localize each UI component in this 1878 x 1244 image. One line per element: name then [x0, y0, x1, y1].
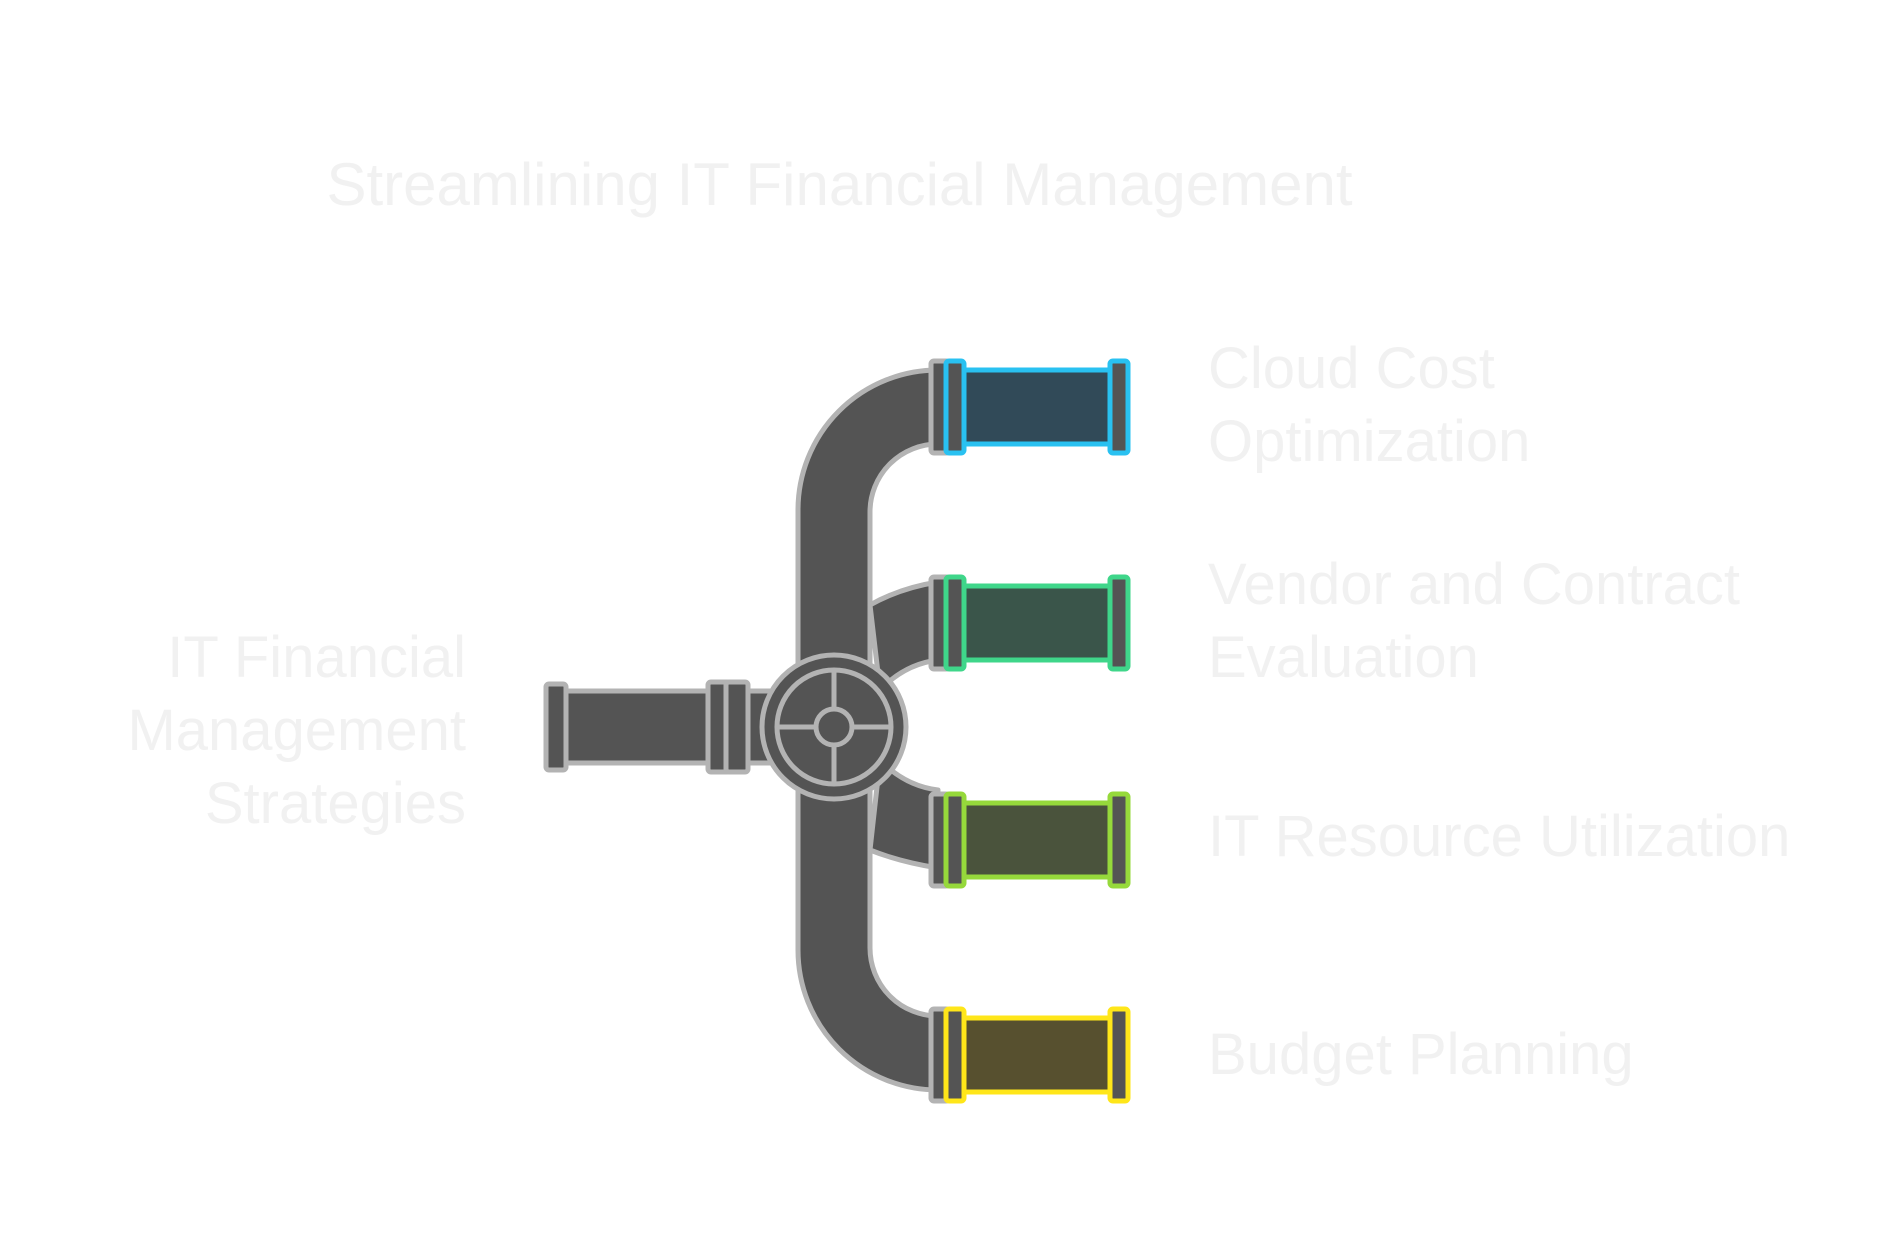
outlet-cloud-cost	[928, 358, 1131, 456]
outlet-resource-utilization	[928, 791, 1131, 889]
output-label-budget-planning: Budget Planning	[1208, 1022, 1634, 1087]
diagram-title: Streamlining IT Financial Management	[326, 151, 1353, 218]
outlet-vendor-contract	[928, 574, 1131, 672]
valve-wheel-icon	[759, 652, 909, 802]
output-label-vendor-contract: Vendor and Contract Evaluation	[1208, 552, 1741, 690]
input-pipe	[543, 679, 787, 775]
source-label: IT Financial Management Strategies	[127, 625, 466, 836]
output-label-cloud-cost: Cloud Cost Optimization	[1208, 336, 1531, 474]
output-outlets	[928, 358, 1131, 1104]
outlet-budget-planning	[928, 1006, 1131, 1104]
output-label-resource-utilization: IT Resource Utilization	[1208, 804, 1791, 869]
